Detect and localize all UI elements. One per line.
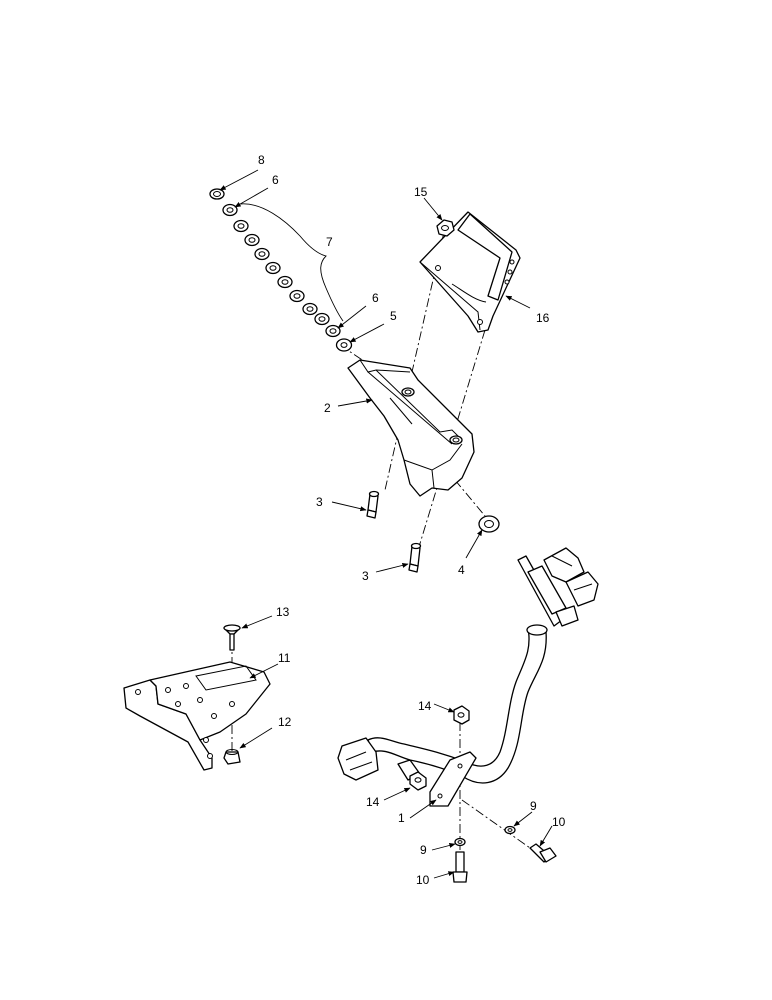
washer-6-bottom — [325, 324, 341, 338]
callout-3-upper: 3 — [316, 495, 323, 509]
brace-7 — [239, 203, 344, 322]
leader-lines — [219, 169, 553, 879]
callout-14-upper: 14 — [418, 699, 432, 713]
callouts: 8 6 7 6 5 15 16 2 3 3 4 13 11 12 14 14 1… — [258, 153, 566, 887]
callout-9-right: 9 — [530, 799, 537, 813]
bolt-10-lower — [452, 851, 468, 883]
washer-9-right — [504, 825, 516, 835]
harness-1 — [337, 547, 599, 807]
callout-1: 1 — [398, 811, 405, 825]
callout-3-lower: 3 — [362, 569, 369, 583]
bracket-2 — [347, 359, 475, 497]
callout-7: 7 — [326, 235, 333, 249]
screw-13 — [223, 624, 241, 651]
nut-15 — [436, 219, 455, 237]
washer-9-lower — [454, 837, 466, 847]
callout-6-bottom: 6 — [372, 291, 379, 305]
nut-12 — [223, 749, 241, 765]
bolt-3-upper — [366, 490, 380, 519]
callout-6-top: 6 — [272, 173, 279, 187]
callout-13: 13 — [276, 605, 290, 619]
callout-2: 2 — [324, 401, 331, 415]
callout-10-lower: 10 — [416, 873, 430, 887]
callout-4: 4 — [458, 563, 465, 577]
callout-11: 11 — [278, 651, 291, 665]
callout-15: 15 — [414, 185, 428, 199]
bracket-16 — [419, 211, 521, 333]
nut-14-lower — [409, 771, 427, 791]
callout-5: 5 — [390, 309, 397, 323]
bolt-3-lower — [408, 542, 422, 573]
plate-11 — [123, 661, 271, 771]
washer-stack — [209, 188, 353, 352]
callout-8: 8 — [258, 153, 265, 167]
nut-14-upper — [453, 705, 470, 725]
callout-10-right: 10 — [552, 815, 566, 829]
washer-6-top — [222, 203, 238, 217]
callout-16: 16 — [536, 311, 550, 325]
nut-8 — [209, 188, 225, 200]
bolt-10-right — [529, 843, 557, 863]
callout-12: 12 — [278, 715, 292, 729]
callout-9-lower: 9 — [420, 843, 427, 857]
callout-14-lower: 14 — [366, 795, 380, 809]
spacer-washers-7 — [233, 219, 330, 326]
washer-4 — [478, 515, 500, 533]
washer-5 — [335, 338, 353, 352]
